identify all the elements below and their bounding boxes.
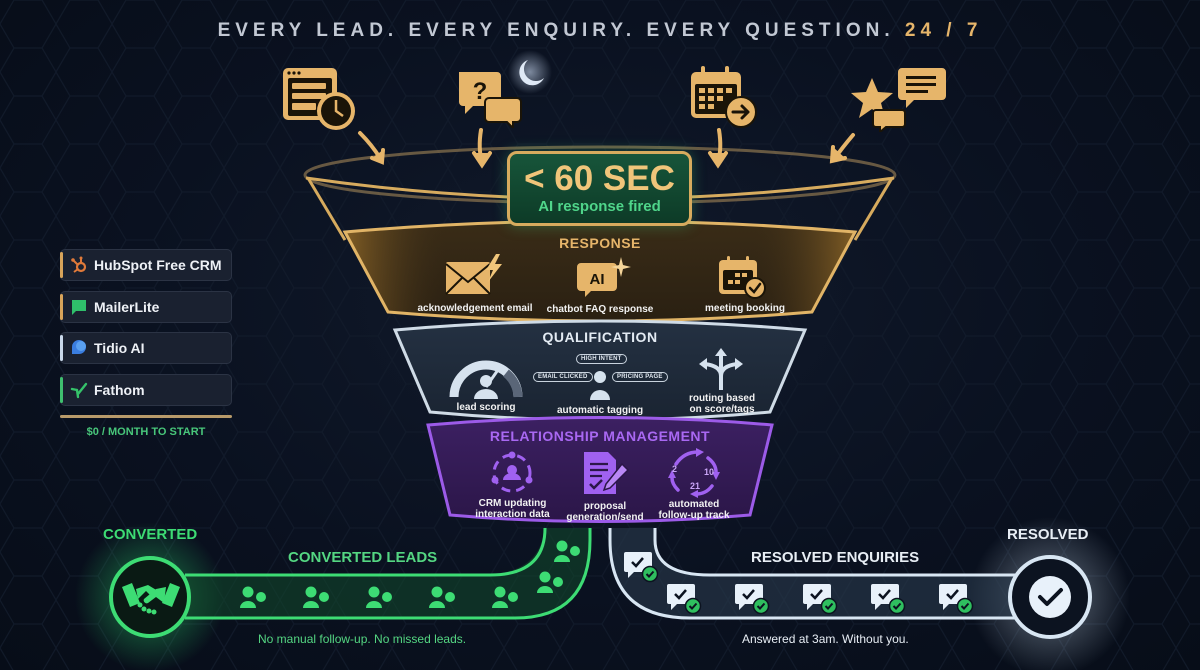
stage-title-qualification: QUALIFICATION	[542, 329, 658, 345]
stage-title-relationship: RELATIONSHIP MANAGEMENT	[489, 428, 711, 444]
converted-path-title: CONVERTED LEADS	[288, 549, 438, 566]
resolved-path-title: RESOLVED ENQUIRIES	[751, 549, 920, 566]
tool-mailerlite: MailerLite	[60, 290, 232, 323]
crm-label-line2: interaction data	[475, 509, 550, 520]
tool-accent-bar	[60, 335, 63, 361]
crm-cycle-icon	[491, 451, 533, 493]
email-lightning-icon	[445, 254, 502, 295]
tools-list: HubSpot Free CRM MailerLite Tidio AI Fat…	[60, 249, 232, 438]
mailerlite-icon	[70, 298, 88, 316]
stage-title-response: RESPONSE	[559, 235, 641, 251]
relationship-item-crm-updating: CRM updating interaction data	[465, 498, 560, 520]
svg-text:10: 10	[704, 467, 714, 477]
tag-high-intent: HIGH INTENT	[576, 354, 627, 364]
ai-chat-sparkle-icon: AI	[577, 257, 631, 297]
followup-label-line1: automated	[668, 499, 720, 510]
tool-name: HubSpot Free CRM	[94, 257, 222, 273]
calendar-arrow-icon	[691, 66, 757, 128]
proposal-label-line1: proposal	[583, 501, 627, 512]
tool-accent-bar	[60, 293, 63, 320]
tool-name: Fathom	[94, 381, 145, 398]
headline-accent: 24 / 7	[904, 20, 983, 41]
headline: EVERY LEAD. EVERY ENQUIRY. EVERY QUESTIO…	[0, 20, 1200, 42]
tool-name: MailerLite	[94, 298, 160, 315]
routing-label-line2: on score/tags	[689, 404, 755, 415]
routing-label-line1: routing based	[688, 393, 756, 404]
response-item-acknowledgement-email: acknowledgement email	[417, 303, 533, 314]
converted-label: CONVERTED	[103, 526, 198, 543]
routing-arrows-icon	[699, 348, 743, 390]
tools-price: $0 / MONTH TO START	[86, 426, 206, 438]
relationship-item-followup: automated follow-up track	[650, 499, 738, 521]
chat-question-icon: ?	[459, 72, 522, 128]
star-review-chat-icon	[851, 68, 946, 132]
web-form-clock-icon	[283, 68, 355, 130]
response-item-meeting-booking: meeting booking	[705, 303, 785, 314]
headline-main: EVERY LEAD. EVERY ENQUIRY. EVERY QUESTIO…	[217, 20, 895, 41]
qualification-item-automatic-tagging: automatic tagging	[556, 405, 644, 416]
tool-tidio: Tidio AI	[60, 332, 232, 364]
timer-value: < 60 SEC	[524, 159, 675, 198]
svg-text:2: 2	[672, 464, 677, 474]
proposal-label-line2: generation/send	[566, 512, 644, 523]
svg-text:?: ?	[473, 78, 488, 105]
fathom-icon	[70, 381, 88, 399]
followup-cycle-icon: 2 10 21	[668, 448, 720, 498]
crm-label-line1: CRM updating	[478, 498, 547, 509]
tools-divider	[60, 415, 232, 418]
tool-fathom: Fathom	[60, 373, 232, 406]
svg-text:AI: AI	[590, 271, 605, 288]
tag-pricing-page: PRICING PAGE	[612, 372, 668, 382]
gauge-user-icon	[449, 360, 523, 399]
qualification-item-lead-scoring: lead scoring	[456, 402, 516, 413]
relationship-item-proposal: proposal generation/send	[560, 501, 650, 523]
converted-caption: No manual follow-up. No missed leads.	[258, 632, 467, 646]
resolved-check-icon	[1010, 557, 1090, 637]
calendar-check-icon	[719, 256, 766, 299]
tool-accent-bar	[60, 376, 63, 403]
tag-email-clicked: EMAIL CLICKED	[533, 372, 593, 382]
tool-name: Tidio AI	[94, 340, 145, 356]
svg-text:21: 21	[690, 481, 700, 491]
resolved-caption: Answered at 3am. Without you.	[742, 632, 909, 646]
response-item-chatbot-faq: chatbot FAQ response	[546, 304, 654, 315]
timer-label: AI response fired	[538, 198, 661, 215]
qualification-item-routing: routing based on score/tags	[680, 393, 764, 415]
hubspot-icon	[70, 256, 88, 274]
tidio-icon	[70, 339, 88, 357]
handshake-icon	[122, 583, 180, 615]
followup-label-line2: follow-up track	[658, 510, 730, 521]
response-timer-badge: < 60 SEC AI response fired	[507, 151, 692, 226]
document-pen-icon	[584, 452, 630, 494]
user-icon	[590, 371, 610, 400]
tool-hubspot: HubSpot Free CRM	[60, 249, 232, 281]
tool-accent-bar	[60, 252, 63, 278]
resolved-label: RESOLVED	[1007, 526, 1089, 543]
